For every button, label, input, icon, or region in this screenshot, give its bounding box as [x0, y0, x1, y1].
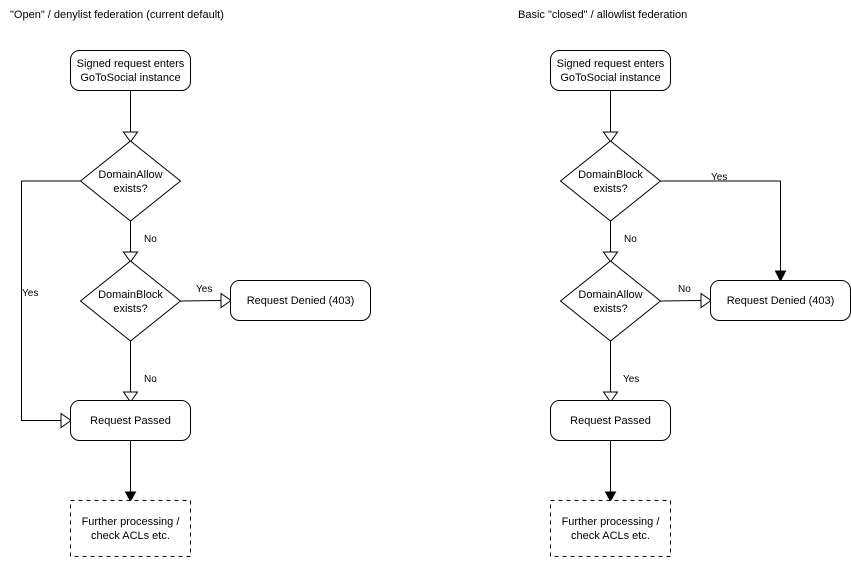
right-denied-shape: [710, 280, 851, 321]
left-edge-block-yes: [180, 300, 223, 302]
right-diagram-title: Basic "closed" / allowlist federation: [518, 9, 688, 21]
right-arrowhead-block-no: [602, 251, 619, 263]
left-decision-domainblock-shape: [79, 260, 182, 342]
right-further-shape: [550, 500, 671, 557]
right-passed-shape: [550, 400, 671, 441]
left-decision-domainallow-shape: [79, 140, 182, 222]
left-arrowhead-allow-yes: [60, 412, 72, 429]
left-arrowhead-allow-no: [122, 251, 139, 263]
right-arrowhead-allow-yes: [602, 391, 619, 403]
right-arrowhead-block-yes: [774, 270, 787, 283]
right-decision-domainblock-shape: [559, 140, 662, 222]
right-start-shape: [550, 50, 671, 91]
left-start-shape: [70, 50, 191, 91]
right-edge-block-yes: [660, 180, 781, 272]
left-arrowhead-start-to-allow: [122, 131, 139, 143]
left-denied-shape: [230, 280, 371, 321]
left-edge-allow-yes: [21, 180, 81, 421]
right-decision-domainallow-shape: [559, 260, 662, 342]
left-diagram-title: "Open" / denylist federation (current de…: [10, 9, 224, 21]
right-edge-allow-no: [660, 300, 703, 302]
left-arrowhead-block-yes: [220, 292, 232, 309]
right-arrowhead-start-to-block: [602, 131, 619, 143]
left-further-shape: [70, 500, 191, 557]
right-arrowhead-passed-to-further: [604, 491, 617, 503]
left-arrowhead-block-no: [122, 391, 139, 403]
left-arrowhead-passed-to-further: [124, 491, 137, 503]
right-arrowhead-allow-no: [700, 292, 712, 309]
left-passed-shape: [70, 400, 191, 441]
